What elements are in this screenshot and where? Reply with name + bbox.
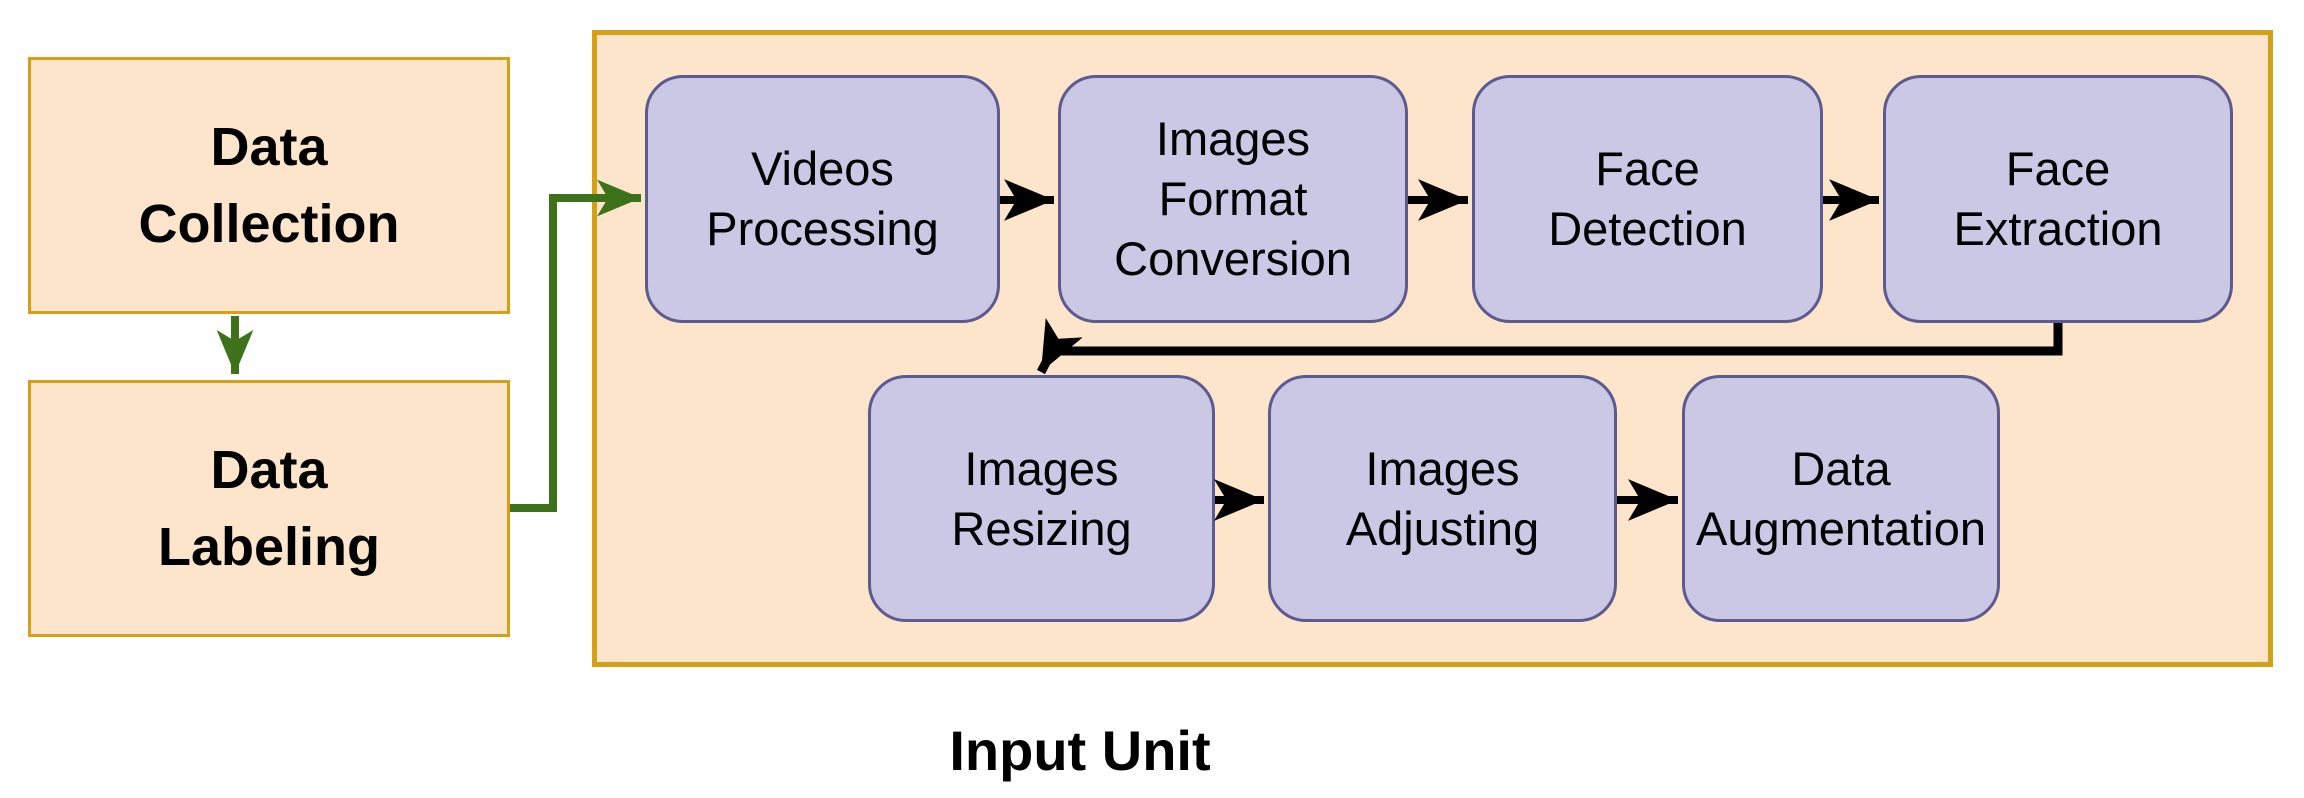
node-images-resizing: Images Resizing [868, 375, 1215, 622]
node-data-labeling-label: Data Labeling [157, 439, 380, 577]
input-unit-caption: Input Unit [949, 719, 1211, 782]
node-face-extraction: Face Extraction [1883, 75, 2233, 323]
node-videos-processing-label: Videos Processing [706, 142, 939, 255]
node-images-adjusting: Images Adjusting [1268, 375, 1617, 622]
node-images-format-conversion-label: Images Format Conversion [1114, 112, 1352, 285]
node-data-augmentation: Data Augmentation [1682, 375, 2000, 622]
node-face-detection: Face Detection [1472, 75, 1823, 323]
node-data-collection-label: Data Collection [138, 116, 400, 254]
node-videos-processing: Videos Processing [645, 75, 1000, 323]
node-face-detection-label: Face Detection [1548, 142, 1747, 255]
node-face-extraction-label: Face Extraction [1953, 142, 2163, 255]
node-data-labeling: Data Labeling [28, 380, 510, 637]
node-images-format-conversion: Images Format Conversion [1058, 75, 1408, 323]
node-images-adjusting-label: Images Adjusting [1345, 441, 1540, 555]
node-data-collection: Data Collection [28, 57, 510, 314]
node-images-resizing-label: Images Resizing [951, 441, 1132, 555]
node-data-augmentation-label: Data Augmentation [1695, 441, 1987, 555]
